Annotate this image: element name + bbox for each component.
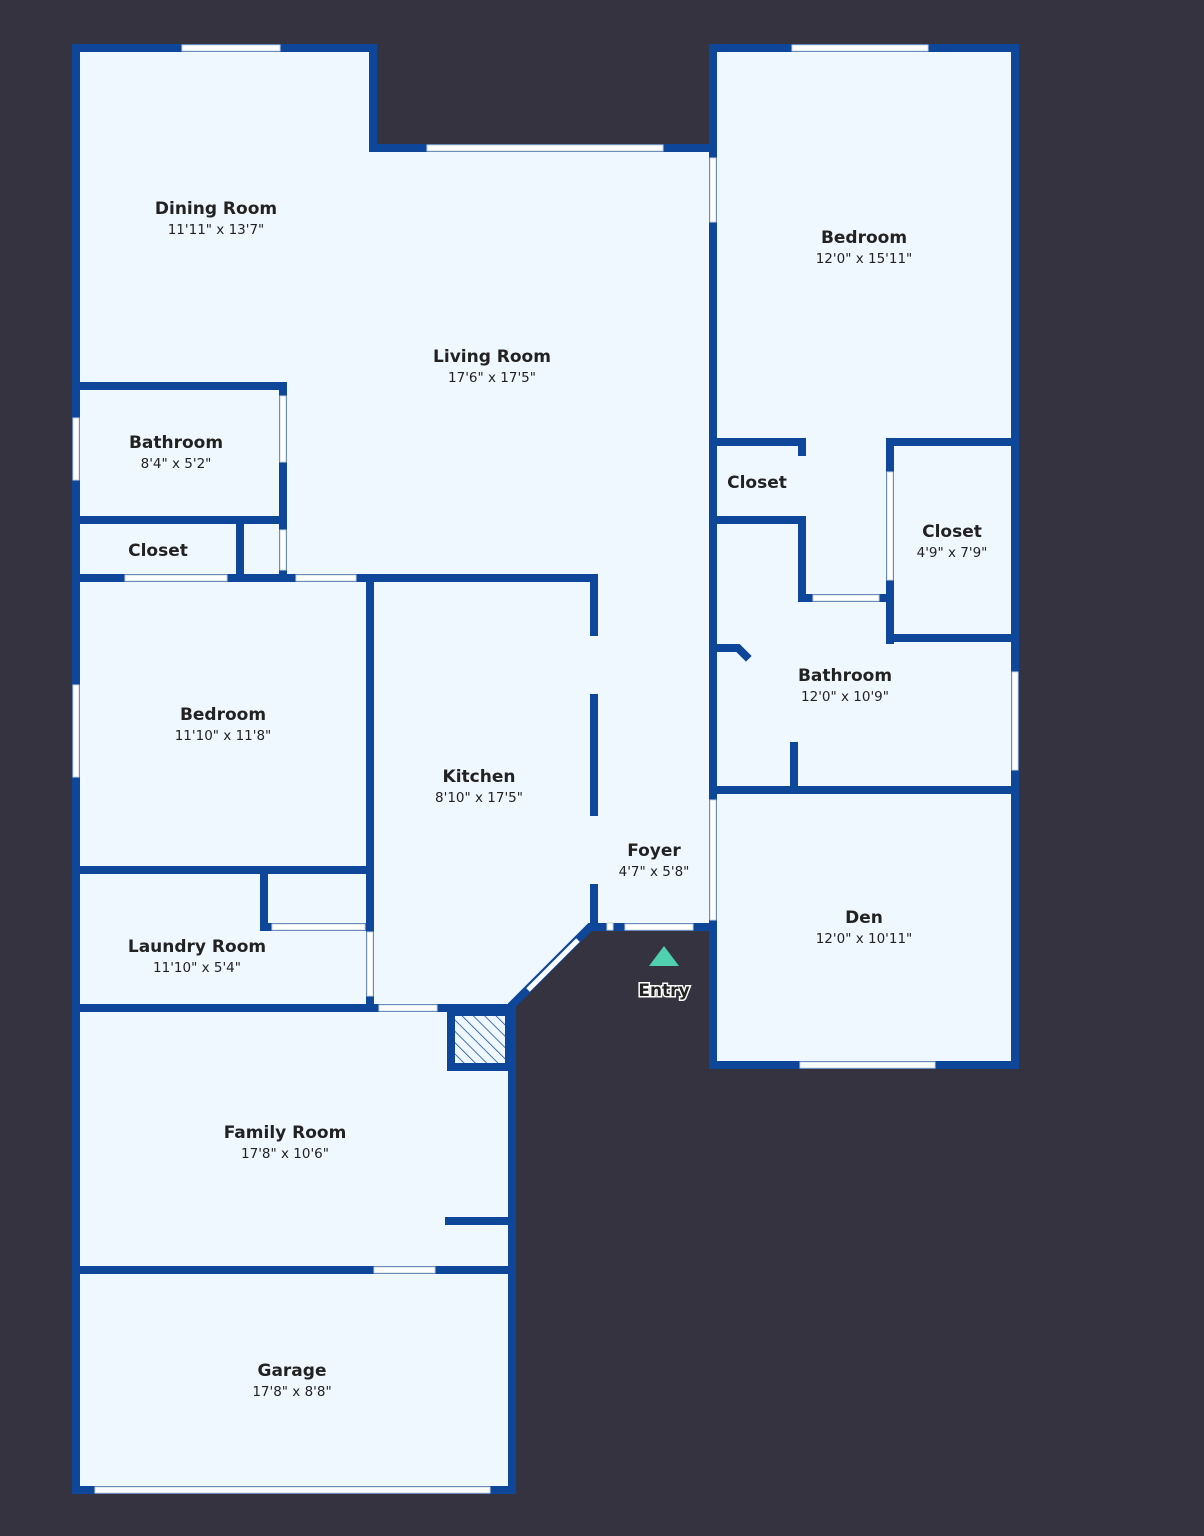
- room-name: Bathroom: [129, 433, 223, 453]
- room-dimensions: 17'8" x 8'8": [252, 1384, 331, 1400]
- room-bedroom-2: Bedroom 12'0" x 15'11": [816, 228, 913, 267]
- room-laundry-room: Laundry Room 11'10" x 5'4": [128, 937, 266, 976]
- room-dimensions: 11'11" x 13'7": [168, 222, 265, 238]
- room-family-room: Family Room 17'8" x 10'6": [224, 1123, 347, 1162]
- room-name: Bedroom: [180, 705, 266, 725]
- room-name: Foyer: [627, 841, 681, 861]
- room-name: Kitchen: [443, 767, 516, 787]
- room-dimensions: 12'0" x 15'11": [816, 251, 913, 267]
- room-name: Garage: [258, 1361, 327, 1381]
- room-dimensions: 8'4" x 5'2": [141, 456, 212, 472]
- room-living-room: Living Room 17'6" x 17'5": [433, 347, 551, 386]
- fireplace: [447, 1008, 513, 1071]
- room-dimensions: 11'10" x 5'4": [153, 960, 241, 976]
- triangle-up-icon: [649, 946, 679, 966]
- room-name: Closet: [922, 522, 982, 542]
- room-name: Laundry Room: [128, 937, 266, 957]
- room-closet-3: Closet 4'9" x 7'9": [917, 522, 988, 561]
- floor-fill: [76, 48, 1015, 1490]
- room-closet-1: Closet: [128, 541, 188, 561]
- room-garage: Garage 17'8" x 8'8": [252, 1361, 331, 1400]
- room-name: Bedroom: [821, 228, 907, 248]
- openings: [72, 44, 1019, 1494]
- room-kitchen: Kitchen 8'10" x 17'5": [435, 767, 523, 806]
- room-foyer: Foyer 4'7" x 5'8": [619, 841, 690, 880]
- room-name: Family Room: [224, 1123, 347, 1143]
- room-dimensions: 12'0" x 10'9": [801, 689, 889, 705]
- room-den: Den 12'0" x 10'11": [816, 908, 913, 947]
- room-dimensions: 8'10" x 17'5": [435, 790, 523, 806]
- room-dimensions: 12'0" x 10'11": [816, 931, 913, 947]
- entry-label: Entry: [638, 981, 689, 1001]
- entry-marker: Entry: [637, 946, 691, 1003]
- room-bathroom-1: Bathroom 8'4" x 5'2": [129, 433, 223, 472]
- room-name: Den: [845, 908, 883, 928]
- room-bathroom-2: Bathroom 12'0" x 10'9": [798, 666, 892, 705]
- room-closet-2: Closet: [727, 473, 787, 493]
- room-dimensions: 17'6" x 17'5": [448, 370, 536, 386]
- room-name: Living Room: [433, 347, 551, 367]
- room-name: Closet: [727, 473, 787, 493]
- room-dining-room: Dining Room 11'11" x 13'7": [155, 199, 277, 238]
- room-dimensions: 11'10" x 11'8": [175, 728, 272, 744]
- room-name: Dining Room: [155, 199, 277, 219]
- room-bedroom-1: Bedroom 11'10" x 11'8": [175, 705, 272, 744]
- room-dimensions: 4'9" x 7'9": [917, 545, 988, 561]
- room-dimensions: 17'8" x 10'6": [241, 1146, 329, 1162]
- room-dimensions: 4'7" x 5'8": [619, 864, 690, 880]
- room-name: Bathroom: [798, 666, 892, 686]
- room-name: Closet: [128, 541, 188, 561]
